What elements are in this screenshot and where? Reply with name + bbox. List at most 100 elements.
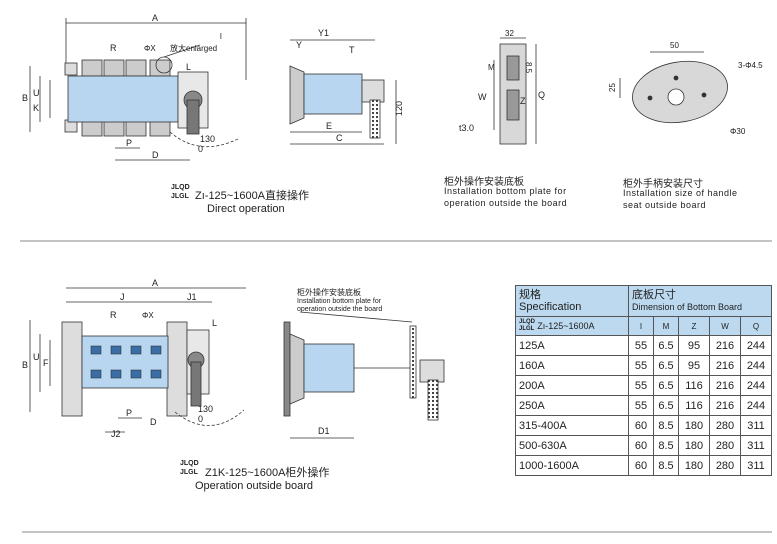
caption-plate-en2: operation outside the board bbox=[444, 198, 568, 208]
dim-130-bottom: 130 bbox=[198, 404, 213, 414]
table-subheader-row: JLQD JLGL Zı-125~1600A I M Z W Q bbox=[515, 316, 772, 336]
dim-J1: J1 bbox=[187, 292, 197, 302]
cell: 244 bbox=[740, 355, 772, 376]
cell: 116 bbox=[678, 375, 710, 396]
table-row: 250A 55 6.5 116 216 244 bbox=[515, 395, 772, 416]
cell: 60 bbox=[628, 415, 654, 436]
dim-F: F bbox=[43, 358, 49, 368]
col-header: W bbox=[709, 316, 741, 336]
switch-front-view-top bbox=[29, 18, 247, 161]
cell: 244 bbox=[740, 395, 772, 416]
col-header: I bbox=[628, 316, 654, 336]
cell: 55 bbox=[628, 355, 654, 376]
dim-D1: D1 bbox=[318, 426, 330, 436]
dim-E: E bbox=[326, 121, 332, 131]
caption-outside-model-top: JLQD bbox=[180, 460, 199, 467]
dim-50: 50 bbox=[670, 41, 679, 50]
sub-model-bottom: JLGL bbox=[519, 326, 535, 332]
cell: 216 bbox=[709, 375, 741, 396]
caption-outside-cn: Z1K-125~1600A柜外操作 bbox=[205, 467, 330, 479]
dim-A-bottom: A bbox=[152, 278, 158, 288]
table-row: 1000-1600A 60 8.5 180 280 311 bbox=[515, 455, 772, 476]
dim-0-top: 0 bbox=[198, 144, 203, 154]
cell: 55 bbox=[628, 375, 654, 396]
dim-L-top: L bbox=[186, 62, 191, 72]
dim-U-bottom: U bbox=[33, 352, 40, 362]
table-header-row: 规格 Specification 底板尺寸 Dimension of Botto… bbox=[515, 285, 772, 317]
cell: 8.5 bbox=[653, 415, 679, 436]
table-row: 160A 55 6.5 95 216 244 bbox=[515, 355, 772, 376]
header-spec: 规格 Specification bbox=[515, 285, 629, 317]
dim-W: W bbox=[478, 92, 487, 102]
dim-C: C bbox=[336, 133, 343, 143]
side-label-cn: 柜外操作安装底板 bbox=[297, 287, 361, 297]
dim-Y: Y bbox=[296, 40, 302, 50]
caption-outside: JLQD JLGL bbox=[180, 459, 199, 477]
row-spec: 200A bbox=[515, 375, 629, 396]
switch-front-view-bottom bbox=[29, 287, 246, 433]
row-spec: 160A bbox=[515, 355, 629, 376]
dim-R-bottom: R bbox=[110, 310, 117, 320]
dim-R-top: R bbox=[110, 43, 117, 53]
caption-direct-model-top: JLQD bbox=[171, 184, 190, 191]
dim-Z: Z bbox=[520, 96, 526, 106]
caption-direct-en: Direct operation bbox=[207, 203, 285, 215]
cell: 116 bbox=[678, 395, 710, 416]
dim-P-bottom: P bbox=[126, 408, 132, 418]
dim-8.5: 8.5 bbox=[524, 62, 533, 74]
dim-T: T bbox=[349, 45, 355, 55]
terminal-grid bbox=[90, 345, 162, 379]
header-spec-cn: 规格 bbox=[519, 289, 541, 301]
cell: 180 bbox=[678, 435, 710, 456]
dim-Y1: Y1 bbox=[318, 28, 329, 38]
header-dim: 底板尺寸 Dimension of Bottom Board bbox=[628, 285, 772, 317]
row-spec: 315-400A bbox=[515, 415, 629, 436]
col-header: M bbox=[653, 316, 679, 336]
handle-seat-drawing bbox=[619, 51, 728, 124]
dim-B-top: B bbox=[22, 93, 28, 103]
cell: 216 bbox=[709, 395, 741, 416]
cell: 95 bbox=[678, 335, 710, 356]
caption-outside-model-bottom: JLGL bbox=[180, 469, 198, 476]
sub-model: JLQD JLGL Zı-125~1600A bbox=[515, 316, 629, 336]
dim-32: 32 bbox=[505, 29, 514, 38]
table-row: 125A 55 6.5 95 216 244 bbox=[515, 335, 772, 356]
cell: 311 bbox=[740, 435, 772, 456]
cell: 6.5 bbox=[653, 335, 679, 356]
dim-P-top: P bbox=[126, 138, 132, 148]
switch-side-view-bottom bbox=[283, 311, 445, 439]
caption-direct-model-bottom: JLGL bbox=[171, 193, 189, 200]
caption-handle-en1: Installation size of handle bbox=[623, 188, 738, 198]
cell: 311 bbox=[740, 455, 772, 476]
dim-phiX-bottom: ΦX bbox=[142, 311, 154, 320]
caption-plate-en1: Installation bottom plate for bbox=[444, 186, 567, 196]
cell: 6.5 bbox=[653, 375, 679, 396]
row-spec: 250A bbox=[515, 395, 629, 416]
dim-M: M bbox=[488, 63, 495, 72]
dim-D-top: D bbox=[152, 150, 159, 160]
caption-direct-cn: Zı-125~1600A直接操作 bbox=[195, 190, 310, 202]
cell: 180 bbox=[678, 415, 710, 436]
cell: 95 bbox=[678, 355, 710, 376]
caption-handle-en2: seat outside board bbox=[623, 200, 707, 210]
cell: 244 bbox=[740, 375, 772, 396]
cell: 280 bbox=[709, 415, 741, 436]
dim-130-top: 130 bbox=[200, 134, 215, 144]
side-label-en1: Installation bottom plate for bbox=[297, 298, 382, 305]
caption-plate-cn: 柜外操作安装底板 bbox=[444, 177, 524, 188]
header-spec-en: Specification bbox=[519, 301, 582, 313]
cell: 311 bbox=[740, 415, 772, 436]
header-dim-en: Dimension of Bottom Board bbox=[632, 302, 743, 312]
dim-holes: 3-Φ4.5 bbox=[738, 61, 763, 70]
dim-t3: t3.0 bbox=[459, 123, 474, 133]
dim-K-top: K bbox=[33, 103, 39, 113]
dim-l-top: l bbox=[220, 32, 222, 41]
table-row: 200A 55 6.5 116 216 244 bbox=[515, 375, 772, 396]
dim-L-bottom: L bbox=[212, 318, 217, 328]
caption-direct: JLQD JLGL bbox=[171, 183, 190, 201]
bottom-plate-drawing bbox=[493, 37, 537, 145]
header-dim-cn: 底板尺寸 bbox=[632, 289, 676, 301]
dim-phiX-top: ΦX bbox=[144, 44, 156, 53]
col-header: Z bbox=[678, 316, 710, 336]
